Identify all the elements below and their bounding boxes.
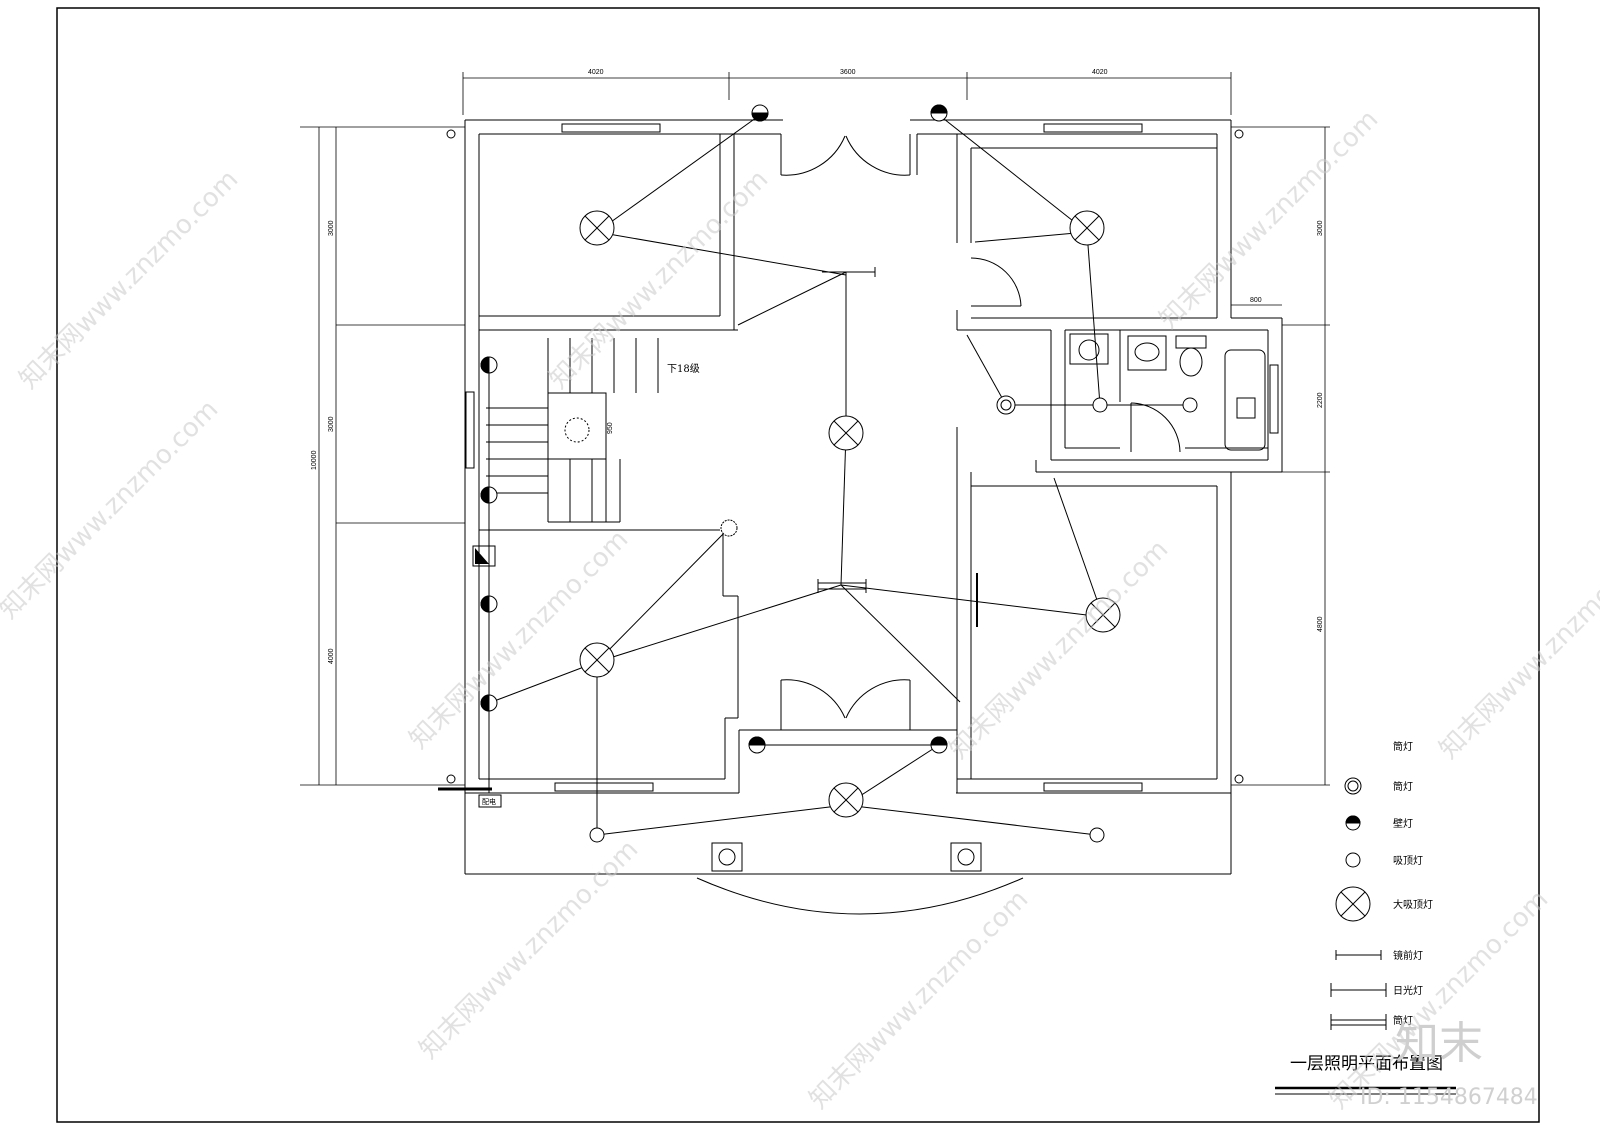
meter-box-label: 配电 — [482, 797, 496, 806]
dim-left-1: 3000 — [328, 220, 335, 236]
large-ceiling-lamp-icon — [828, 415, 864, 451]
wall-lamps — [480, 104, 948, 754]
stair-label: 下18级 — [667, 363, 700, 375]
wall-lamp-icon — [748, 736, 766, 754]
large-ceiling-lamp-icon — [1069, 210, 1105, 246]
large-ceiling-lamp-icon — [579, 642, 615, 678]
svg-text:知末网www.znzmo.com: 知末网www.znzmo.com — [1434, 534, 1600, 765]
legend-label-8: 筒灯 — [1393, 1014, 1413, 1027]
large-ceiling-lamp-icon — [828, 782, 864, 818]
dim-right-2: 2200 — [1317, 392, 1324, 408]
wall-lamp-icon — [480, 595, 498, 613]
washbasin-icon — [1134, 342, 1160, 362]
dim-left-2: 3000 — [328, 416, 335, 432]
svg-text:知末网www.znzmo.com: 知末网www.znzmo.com — [804, 884, 1035, 1115]
sink-icon — [1078, 339, 1100, 361]
linear-lamps — [817, 267, 876, 593]
stair-dimension: 950 — [607, 422, 614, 434]
plant-icon — [564, 417, 590, 443]
doors — [696, 135, 1181, 915]
wall-lamp-icon — [480, 694, 498, 712]
svg-text:知末网www.znzmo.com: 知末网www.znzmo.com — [14, 164, 245, 395]
drawing-border — [56, 7, 1540, 1123]
svg-text:知末网www.znzmo.com: 知末网www.znzmo.com — [1154, 104, 1385, 335]
wall-lamp-icon — [930, 736, 948, 754]
svg-text:知末网www.znzmo.com: 知末网www.znzmo.com — [944, 534, 1175, 765]
legend-label-7: 日光灯 — [1393, 984, 1423, 997]
watermark-brand: 知末 — [1395, 1018, 1483, 1069]
dim-left-3: 4000 — [328, 648, 335, 664]
legend-label-2: 筒灯 — [1393, 780, 1413, 793]
legend-large-ceiling-lamp-icon — [1335, 886, 1371, 922]
dimension-lines — [300, 72, 1330, 786]
legend-wall-lamp-icon — [1345, 815, 1361, 831]
legend-ceiling-lamp-icon — [1345, 852, 1361, 868]
dim-top-2: 3600 — [840, 69, 856, 76]
dim-top-3: 4020 — [1092, 69, 1108, 76]
wall-lamp-icon — [480, 486, 498, 504]
dim-left-total: 10000 — [311, 450, 318, 470]
distribution-box — [472, 545, 496, 567]
ceiling-lamp-icon — [1182, 397, 1198, 413]
wall-lamp-icon — [480, 356, 498, 374]
watermark: 知末网www.znzmo.com 知末网www.znzmo.com 知末网www… — [0, 104, 1600, 1115]
ceiling-lamps — [589, 395, 1198, 843]
downlight-ring-icon — [1000, 399, 1012, 411]
legend-label-5: 大吸顶灯 — [1393, 898, 1433, 911]
bathtub-icon — [1224, 349, 1266, 451]
wall-lines — [464, 119, 1283, 875]
dim-right-1: 3000 — [1317, 220, 1324, 236]
large-ceiling-lamp-icon — [1085, 597, 1121, 633]
ceiling-lamp-icon — [1089, 827, 1105, 843]
wall-lamp-icon — [751, 104, 769, 122]
legend-label-1: 筒灯 — [1393, 740, 1413, 753]
large-ceiling-lamps — [579, 210, 1121, 818]
wall-lamp-icon — [930, 104, 948, 122]
watermark-id: ID: 1154867484 — [1360, 1085, 1538, 1110]
bathroom-fixtures — [1069, 333, 1266, 451]
toilet-icon — [1179, 347, 1203, 377]
large-ceiling-lamp-icon — [579, 210, 615, 246]
staircase — [486, 338, 659, 523]
svg-text:知末网www.znzmo.com: 知末网www.znzmo.com — [544, 164, 775, 395]
svg-text:知末网www.znzmo.com: 知末网www.znzmo.com — [404, 524, 635, 755]
hatched-lamp-icon — [720, 519, 738, 537]
legend: 筒灯 筒灯 壁灯 吸顶灯 大吸顶灯 镜前灯 日光灯 筒灯 — [1330, 740, 1433, 1030]
dim-right-small: 800 — [1250, 297, 1262, 304]
svg-text:知末网www.znzmo.com: 知末网www.znzmo.com — [0, 394, 224, 625]
windows — [465, 123, 1279, 792]
legend-label-4: 吸顶灯 — [1393, 855, 1423, 867]
dim-top-1: 4020 — [588, 69, 604, 76]
dim-right-3: 4800 — [1317, 616, 1324, 632]
drawing-title: 一层照明平面布置图 — [1290, 1054, 1443, 1074]
column-markers — [446, 129, 1244, 784]
ceiling-lamp-icon — [1092, 397, 1108, 413]
svg-text:知末网www.znzmo.com: 知末网www.znzmo.com — [414, 834, 645, 1065]
ceiling-lamp-icon — [589, 827, 605, 843]
wiring — [488, 114, 1190, 836]
legend-label-3: 壁灯 — [1393, 817, 1413, 830]
legend-label-6: 镜前灯 — [1393, 949, 1423, 962]
